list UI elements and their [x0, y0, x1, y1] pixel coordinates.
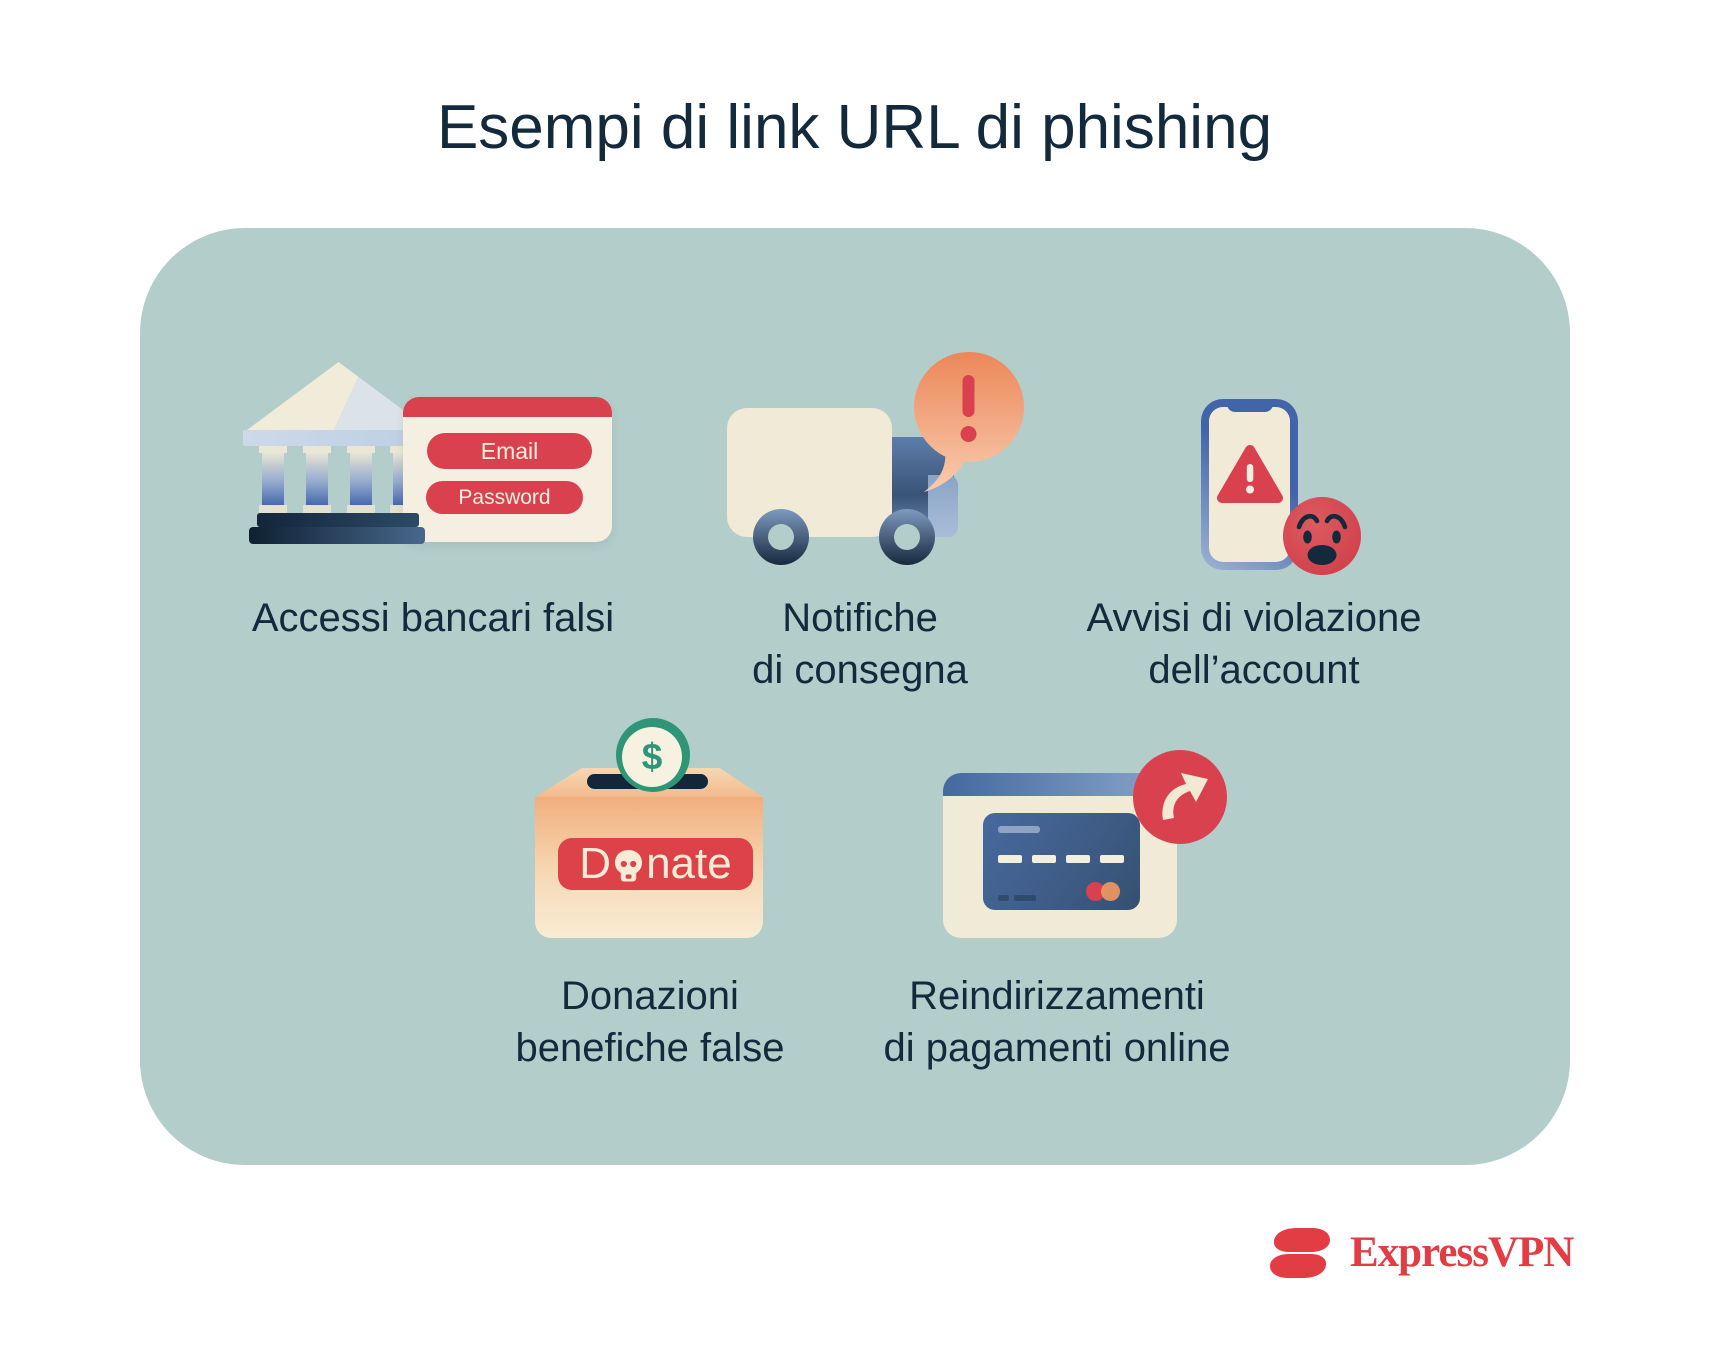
- caption-line: Accessi bancari falsi: [251, 596, 615, 640]
- credit-card: [983, 813, 1140, 910]
- caption-account-breach-warnings: Avvisi di violazione dell’account: [1004, 592, 1504, 696]
- card-number-dash: [1100, 855, 1124, 863]
- coin-face: [622, 727, 682, 787]
- bank-column: [306, 446, 328, 512]
- card-number-dash: [1032, 855, 1056, 863]
- caption-online-payment-redirects: Reindirizzamenti di pagamenti online: [807, 970, 1307, 1074]
- donate-button: D nate: [558, 838, 753, 890]
- caption-line: Reindirizzamenti: [909, 974, 1205, 1018]
- bank-column-cap: [303, 446, 331, 453]
- caption-line: benefiche false: [515, 1026, 785, 1070]
- bank-column-foot: [303, 505, 331, 514]
- email-field-button: Email: [427, 433, 592, 469]
- card-logo-circle-orange: [1101, 882, 1120, 901]
- card-bank-line: [998, 826, 1040, 833]
- caption-line: Donazioni: [561, 974, 739, 1018]
- card-number-dash: [998, 855, 1022, 863]
- caption-line: di consegna: [752, 648, 968, 692]
- skull-icon: [615, 849, 643, 881]
- content-panel: [140, 228, 1570, 1165]
- card-detail-dash: [1014, 895, 1036, 901]
- caption-line: Notifiche: [782, 596, 938, 640]
- login-form-header: [403, 397, 612, 417]
- bank-base-step: [257, 513, 419, 527]
- redirect-arrow-icon: [1133, 750, 1227, 844]
- card-number-dash: [1066, 855, 1090, 863]
- password-field-label: Password: [458, 485, 551, 509]
- card-detail-dash: [998, 895, 1009, 901]
- truck-wheel-hub: [894, 524, 920, 550]
- donate-label-start: D: [579, 839, 612, 888]
- page-title: Esempi di link URL di phishing: [436, 93, 1273, 162]
- dollar-coin-icon: $: [616, 718, 690, 792]
- login-form-icon: [403, 397, 612, 542]
- bank-column: [262, 446, 284, 512]
- delivery-truck-icon: [727, 408, 892, 537]
- brand-wordmark: ExpressVPN: [1350, 1229, 1574, 1276]
- card-logo-circle-red: [1086, 882, 1105, 901]
- bank-column-cap: [259, 446, 287, 453]
- worried-face-icon: [1283, 497, 1361, 575]
- bank-column-cap: [347, 446, 375, 453]
- truck-wheel-hub: [768, 524, 794, 550]
- caption-delivery-notifications: Notifiche di consegna: [660, 592, 1060, 696]
- caption-fake-bank-logins: Accessi bancari falsi: [233, 592, 633, 644]
- donate-label-end: nate: [646, 839, 732, 888]
- browser-top-bar: [943, 773, 1177, 796]
- caption-line: dell’account: [1148, 648, 1360, 692]
- bank-column-foot: [259, 505, 287, 514]
- caption-line: di pagamenti online: [883, 1026, 1231, 1070]
- caption-line: Avvisi di violazione: [1086, 596, 1422, 640]
- bank-column-foot: [347, 505, 375, 514]
- expressvpn-logo-icon: [1270, 1228, 1330, 1278]
- warning-triangle-icon: [1217, 445, 1283, 503]
- truck-wheel: [753, 509, 809, 565]
- email-field-label: Email: [480, 437, 539, 464]
- caption-fake-charity-donations: Donazioni benefiche false: [450, 970, 850, 1074]
- bank-base-step: [249, 527, 425, 544]
- phone-notch: [1227, 399, 1273, 412]
- password-field-button: Password: [426, 481, 583, 514]
- exclamation-bubble-icon: [914, 352, 1024, 492]
- truck-wheel: [879, 509, 935, 565]
- dollar-symbol: $: [641, 736, 663, 777]
- bank-column: [350, 446, 372, 512]
- bank-architrave: [243, 430, 435, 446]
